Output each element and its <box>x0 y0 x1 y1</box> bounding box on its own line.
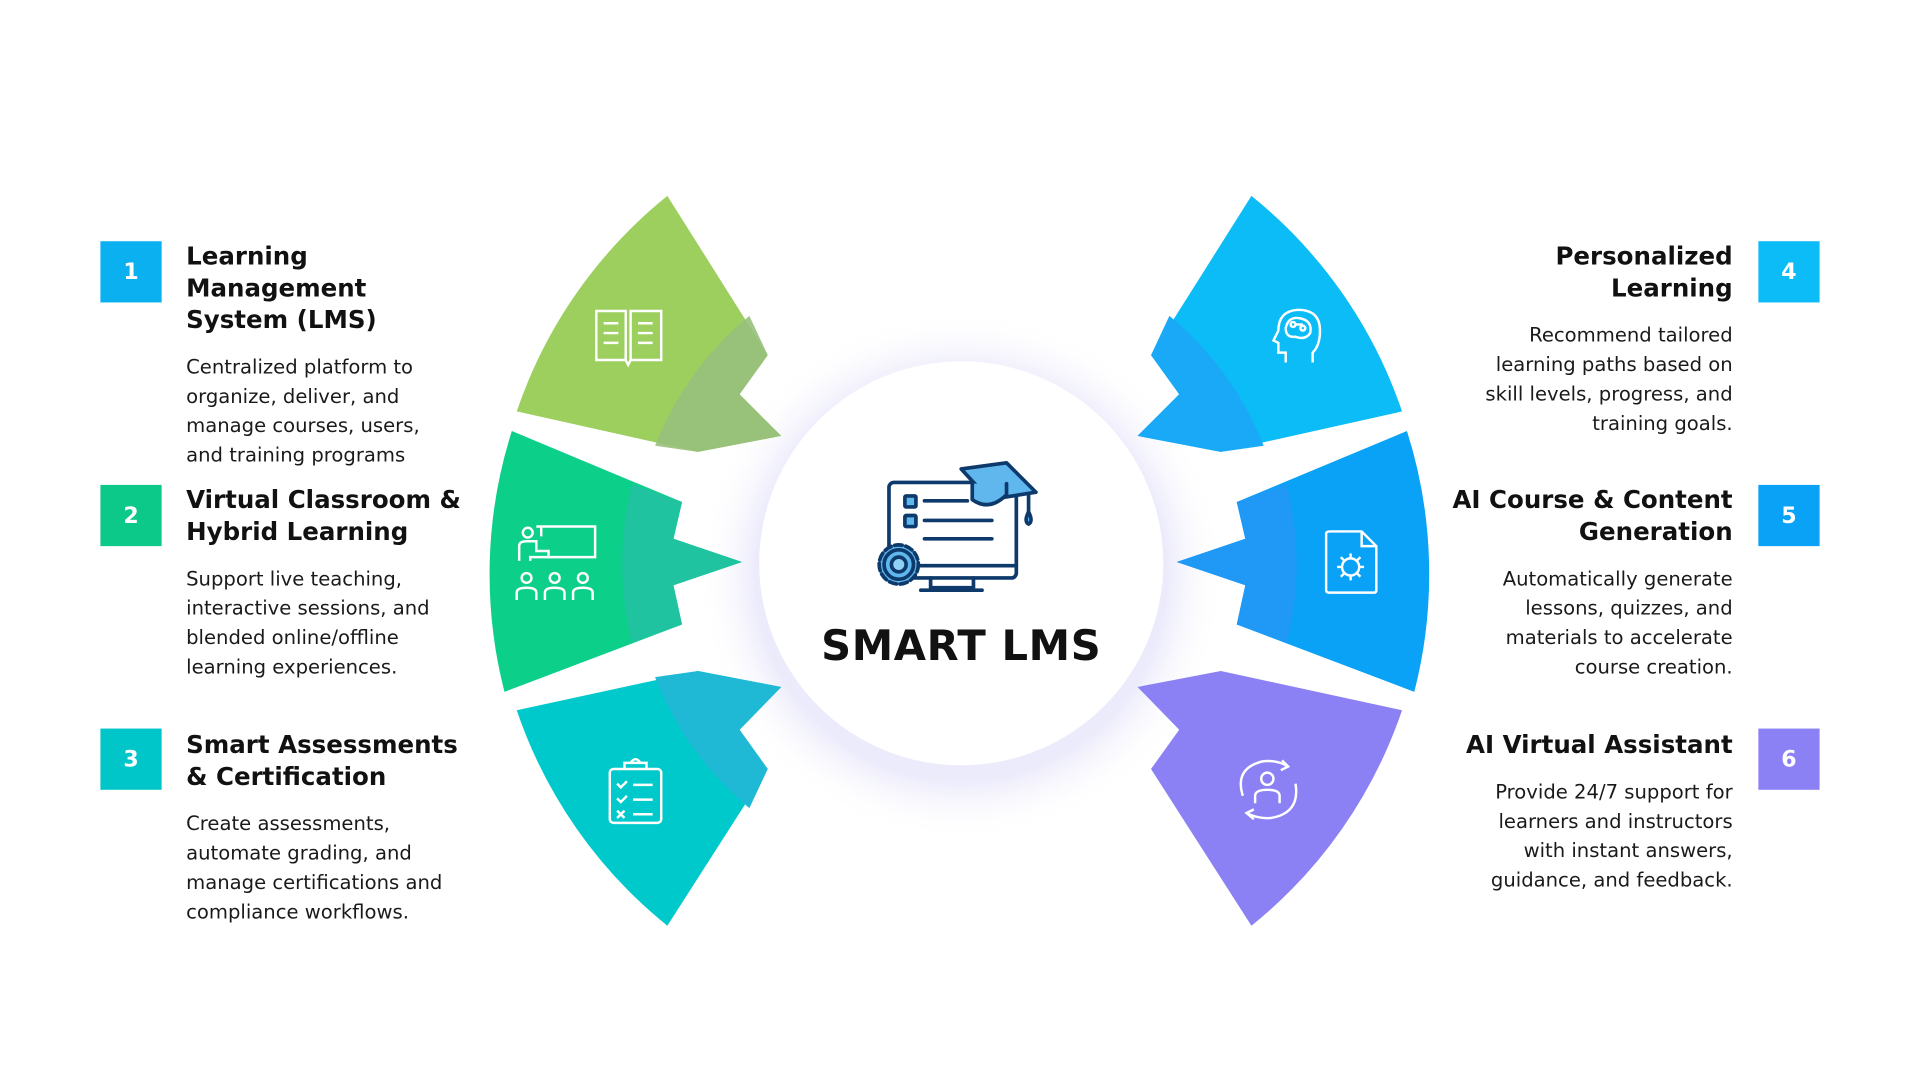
brain-head-icon <box>1271 308 1322 363</box>
item-3-description: Create assessments,automate grading, and… <box>186 811 443 924</box>
badge-5: 5 <box>1758 484 1820 547</box>
center-title: SMART LMS <box>821 622 1102 672</box>
petal-5 <box>1176 431 1430 692</box>
badge-3: 3 <box>100 728 162 790</box>
item-2-title: Virtual Classroom &Hybrid Learning <box>186 484 461 547</box>
item-2-description: Support live teaching,interactive sessio… <box>186 566 430 679</box>
petal-6 <box>1137 671 1403 926</box>
open-book-icon <box>595 309 663 368</box>
badge-4: 4 <box>1758 241 1820 303</box>
item-6-title: AI Virtual Assistant <box>1466 729 1733 760</box>
document-gear-icon <box>1324 530 1378 594</box>
item-3-title: Smart Assessments& Certification <box>186 729 458 792</box>
petal-4 <box>1137 195 1403 452</box>
monitor-graduation-cap-gear-icon <box>877 461 1038 593</box>
user-sync-icon <box>1239 759 1298 821</box>
badge-6: 6 <box>1758 728 1820 790</box>
badge-2: 2 <box>100 484 162 547</box>
clipboard-checklist-icon <box>608 757 663 825</box>
badge-1: 1 <box>100 241 162 303</box>
petal-2 <box>489 431 743 692</box>
classroom-presenter-icon <box>515 525 597 601</box>
